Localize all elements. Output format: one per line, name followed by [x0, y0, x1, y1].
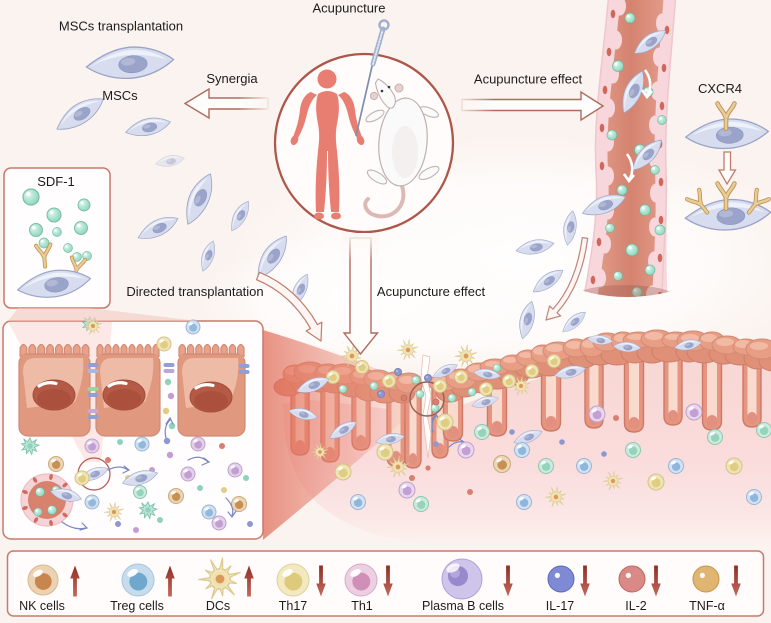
svg-text:SDF-1: SDF-1: [37, 174, 75, 189]
svg-text:IL-2: IL-2: [625, 599, 647, 613]
svg-text:Acupuncture: Acupuncture: [313, 1, 386, 16]
svg-text:IL-17: IL-17: [546, 599, 575, 613]
svg-text:TNF-α: TNF-α: [689, 599, 725, 613]
svg-text:Acupuncture effect: Acupuncture effect: [474, 72, 583, 87]
svg-text:Treg cells: Treg cells: [110, 599, 164, 613]
svg-text:MSCs: MSCs: [102, 88, 138, 103]
svg-text:Th1: Th1: [351, 599, 373, 613]
svg-text:Acupuncture effect: Acupuncture effect: [377, 284, 486, 299]
svg-text:NK cells: NK cells: [19, 599, 65, 613]
svg-text:CXCR4: CXCR4: [698, 81, 742, 96]
svg-text:Plasma B cells: Plasma B cells: [422, 599, 504, 613]
svg-text:Th17: Th17: [279, 599, 308, 613]
svg-text:MSCs transplantation: MSCs transplantation: [59, 19, 183, 34]
svg-text:Directed transplantation: Directed transplantation: [126, 284, 263, 299]
svg-text:Synergia: Synergia: [206, 71, 258, 86]
svg-text:DCs: DCs: [206, 599, 230, 613]
